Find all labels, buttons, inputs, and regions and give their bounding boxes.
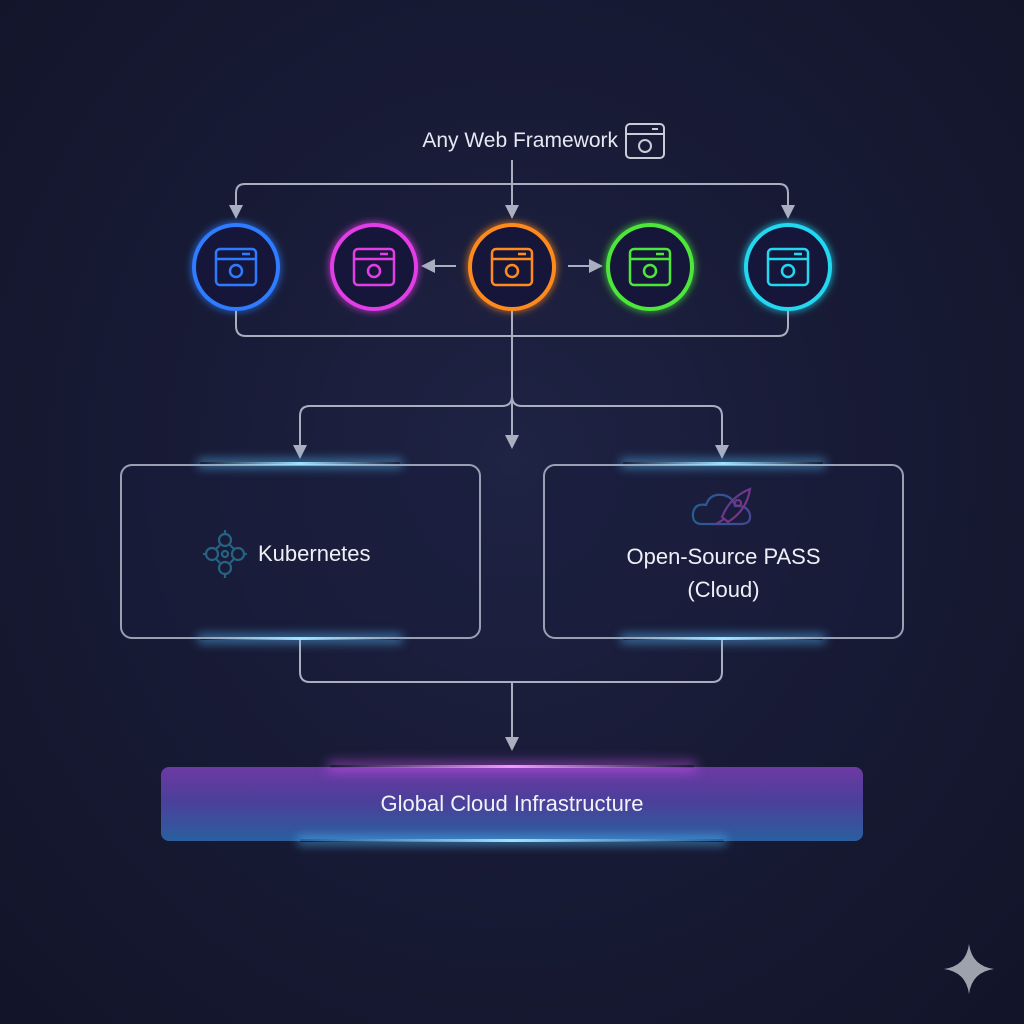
sparkle-icon bbox=[944, 944, 994, 994]
app-orange-ring bbox=[468, 223, 556, 311]
app-magenta-node bbox=[330, 223, 418, 311]
app-green-node bbox=[606, 223, 694, 311]
merge-connectors bbox=[235, 311, 789, 459]
infrastructure-label: Global Cloud Infrastructure bbox=[380, 791, 644, 816]
paas-label-line1: Open-Source PASS bbox=[626, 544, 821, 569]
paas-card bbox=[543, 464, 904, 639]
app-cyan-node bbox=[744, 223, 832, 311]
kubernetes-label: Kubernetes bbox=[258, 541, 371, 566]
infrastructure-top-glow bbox=[330, 765, 694, 768]
app-green-ring bbox=[606, 223, 694, 311]
browser-window-icon bbox=[766, 247, 810, 287]
browser-window-icon bbox=[214, 247, 258, 287]
kubernetes-card bbox=[120, 464, 481, 639]
browser-window-icon bbox=[628, 247, 672, 287]
paas-card-top-glow bbox=[623, 462, 823, 465]
app-cyan-ring bbox=[744, 223, 832, 311]
app-magenta-ring bbox=[330, 223, 418, 311]
kubernetes-card-bottom-glow bbox=[200, 637, 400, 640]
app-blue-node bbox=[192, 223, 280, 311]
paas-label-line2: (Cloud) bbox=[687, 577, 760, 602]
paas-card-bottom-glow bbox=[623, 637, 823, 640]
browser-window-icon bbox=[352, 247, 396, 287]
app-blue-ring bbox=[192, 223, 280, 311]
app-orange-node bbox=[468, 223, 556, 311]
infrastructure-bottom-glow bbox=[300, 839, 724, 842]
infrastructure-connectors bbox=[299, 639, 723, 751]
framework-connectors bbox=[229, 160, 795, 273]
infrastructure-bar: Global Cloud Infrastructure bbox=[161, 767, 863, 841]
framework-label: Any Web Framework bbox=[422, 129, 618, 152]
browser-window-icon bbox=[490, 247, 534, 287]
kubernetes-card-top-glow bbox=[200, 462, 400, 465]
app-nodes bbox=[192, 223, 832, 311]
framework-browser-icon bbox=[625, 123, 665, 159]
